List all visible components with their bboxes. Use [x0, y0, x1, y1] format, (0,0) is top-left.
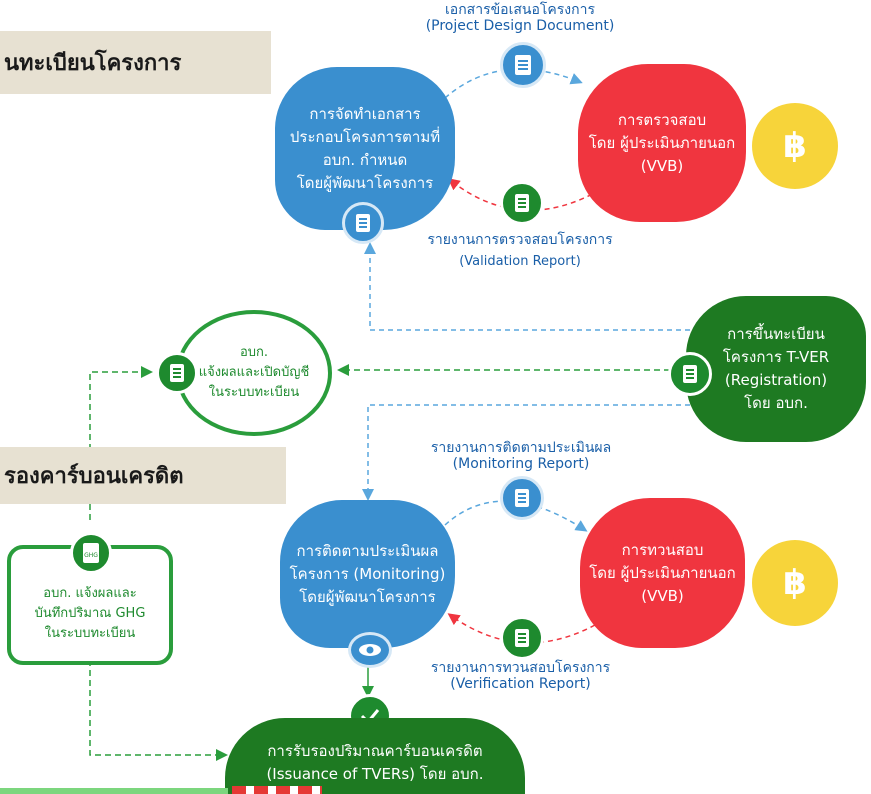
- monitor-line-3: โดยผู้พัฒนาโครงการ: [299, 587, 436, 606]
- registration-banner-text: นทะเบียนโครงการ: [4, 51, 182, 76]
- verification-report-caption: รายงานการทวนสอบโครงการ (Verification Rep…: [408, 660, 633, 692]
- bottom-green-strip: [0, 788, 228, 794]
- monitor-line-1: การติดตามประเมินผล: [296, 541, 439, 560]
- monitoring-report-caption: รายงานการติดตามประเมินผล (Monitoring Rep…: [405, 440, 637, 472]
- issuance-node: การรับรองปริมาณคาร์บอนเครดิต (Issuance o…: [225, 718, 525, 794]
- document-icon: [342, 202, 384, 244]
- validation-report-caption: รายงานการตรวจสอบโครงการ (Validation Repo…: [405, 232, 635, 270]
- eye-icon: [348, 632, 392, 668]
- verify-line-3: (VVB): [641, 586, 684, 605]
- ghg-line-3: ในระบบทะเบียน: [44, 626, 136, 641]
- pdd-caption: เอกสารข้อเสนอโครงการ (Project Design Doc…: [395, 2, 645, 34]
- reg-line-4: โดย อบก.: [744, 394, 808, 412]
- document-icon: [156, 352, 198, 394]
- validation-line-3: (VVB): [640, 156, 684, 175]
- certification-banner: รองคาร์บอนเครดิต: [0, 447, 286, 504]
- prep-line-3: อบก. กำหนด: [322, 150, 408, 169]
- validation-caption-en: (Validation Report): [459, 254, 581, 269]
- document-icon: [500, 42, 546, 88]
- ghg-icon-text: GHG: [84, 552, 98, 559]
- reg-line-2: โครงการ T-VER: [722, 348, 830, 366]
- prep-line-4: โดยผู้พัฒนาโครงการ: [296, 173, 434, 192]
- verification-node: การทวนสอบ โดย ผู้ประเมินภายนอก (VVB): [580, 498, 745, 648]
- ghg-line-2: บันทึกปริมาณ GHG: [34, 606, 146, 621]
- project-preparation-node: การจัดทำเอกสาร ประกอบโครงการตามที่ อบก. …: [275, 67, 455, 230]
- monitoring-caption-th: รายงานการติดตามประเมินผล: [430, 440, 612, 456]
- pdd-caption-th: เอกสารข้อเสนอโครงการ: [445, 2, 595, 18]
- ghg-line-1: อบก. แจ้งผลและ: [43, 586, 137, 601]
- validation-caption-th: รายงานการตรวจสอบโครงการ: [427, 232, 613, 248]
- prep-line-1: การจัดทำเอกสาร: [309, 104, 421, 123]
- baht-symbol: ฿: [783, 126, 807, 166]
- verification-caption-en: (Verification Report): [450, 676, 591, 692]
- report-icon: [500, 181, 544, 225]
- notify-line-1: อบก.: [239, 345, 269, 360]
- registration-banner: นทะเบียนโครงการ: [0, 31, 271, 94]
- monitoring-node: การติดตามประเมินผล โครงการ (Monitoring) …: [280, 500, 455, 648]
- document-icon: [668, 352, 712, 396]
- monitor-line-2: โครงการ (Monitoring): [289, 564, 446, 583]
- validation-line-1: การตรวจสอบ: [617, 110, 707, 129]
- notify-line-3: ในระบบทะเบียน: [208, 385, 300, 400]
- registration-node: การขึ้นทะเบียน โครงการ T-VER (Registrati…: [686, 296, 866, 442]
- verify-line-2: โดย ผู้ประเมินภายนอก: [589, 563, 736, 582]
- report-icon: [500, 616, 544, 660]
- validation-line-2: โดย ผู้ประเมินภายนอก: [588, 133, 736, 152]
- baht-coin-icon: ฿: [752, 540, 838, 626]
- bottom-red-strip: [232, 786, 322, 794]
- validation-node: การตรวจสอบ โดย ผู้ประเมินภายนอก (VVB): [578, 64, 746, 222]
- monitoring-caption-en: (Monitoring Report): [452, 456, 590, 472]
- baht-coin-icon: ฿: [752, 103, 838, 189]
- verification-caption-th: รายงานการทวนสอบโครงการ: [430, 660, 611, 676]
- baht-symbol: ฿: [783, 563, 807, 603]
- reg-line-1: การขึ้นทะเบียน: [727, 325, 825, 343]
- pdd-caption-en: (Project Design Document): [425, 18, 615, 34]
- reg-to-top: [364, 242, 690, 331]
- document-icon: [500, 476, 544, 520]
- bottom-arc-upper: [444, 500, 588, 532]
- ghg-document-icon: GHG: [70, 532, 112, 574]
- notify-line-2: แจ้งผลและเปิดบัญชี: [198, 365, 310, 380]
- prep-line-2: ประกอบโครงการตามที่: [289, 127, 441, 146]
- ghg-down: [89, 660, 228, 761]
- notify-account-node: อบก. แจ้งผลและเปิดบัญชี ในระบบทะเบียน: [176, 310, 332, 436]
- reg-line-3: (Registration): [724, 371, 828, 389]
- issuance-line-2: (Issuance of TVERs) โดย อบก.: [266, 765, 484, 783]
- verify-line-1: การทวนสอบ: [621, 540, 704, 559]
- certification-banner-text: รองคาร์บอนเครดิต: [4, 464, 184, 489]
- issuance-line-1: การรับรองปริมาณคาร์บอนเครดิต: [267, 742, 483, 760]
